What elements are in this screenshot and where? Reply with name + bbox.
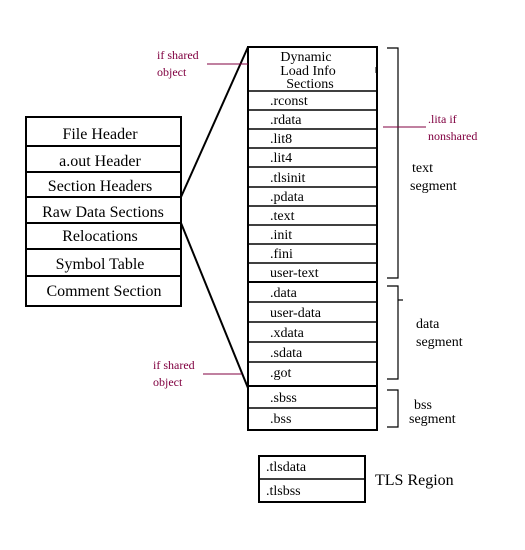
object-row-file-header: File Header <box>62 126 138 143</box>
object-row-raw-data-sections: Raw Data Sections <box>42 204 164 221</box>
annotation-lita-1: .lita if <box>428 112 457 126</box>
bss-segment-bracket <box>387 389 399 428</box>
dynamic-line-3: Sections <box>286 77 333 92</box>
data-segment-label-1: data <box>416 317 440 332</box>
object-row-comment-section: Comment Section <box>46 283 161 300</box>
section-user-text: user-text <box>270 266 319 281</box>
dynamic-line-1: Dynamic <box>280 50 331 65</box>
section-tlsinit: .tlsinit <box>270 171 306 186</box>
expansion-lines <box>180 46 249 389</box>
section-data: .data <box>270 286 298 301</box>
tls-table <box>258 455 366 503</box>
section-got: .got <box>270 366 292 381</box>
section-lit4: .lit4 <box>270 151 292 166</box>
section-sdata: .sdata <box>270 346 303 361</box>
bss-segment-label-1: bss <box>414 398 432 413</box>
bss-segment-label-2: segment <box>409 412 456 427</box>
annotation-shared-top-1: if shared <box>157 48 199 62</box>
tls-row-tlsbss: .tlsbss <box>266 484 301 499</box>
section-xdata: .xdata <box>270 326 305 341</box>
object-row-symbol-table: Symbol Table <box>56 256 145 273</box>
tls-row-tlsdata: .tlsdata <box>266 460 307 475</box>
segment-brackets <box>387 47 403 428</box>
section-table <box>247 46 378 431</box>
data-segment-bracket <box>387 285 399 380</box>
object-row-aout-header: a.out Header <box>59 153 141 170</box>
section-user-data: user-data <box>270 306 322 321</box>
object-row-relocations: Relocations <box>62 228 138 245</box>
text-segment-label-1: text <box>412 161 433 176</box>
data-segment-label-2: segment <box>416 335 463 350</box>
section-text: .text <box>270 209 295 224</box>
section-fini: .fini <box>270 247 293 262</box>
object-file-table <box>25 116 182 307</box>
section-init: .init <box>270 228 292 243</box>
section-sbss: .sbss <box>270 391 297 406</box>
text-segment-bracket <box>387 47 399 279</box>
section-rdata: .rdata <box>270 113 302 128</box>
annotation-lita-2: nonshared <box>428 129 477 143</box>
annotation-shared-top-2: object <box>157 65 187 79</box>
dynamic-line-2: Load Info <box>280 64 336 79</box>
annotation-shared-bottom-2: object <box>153 375 183 389</box>
section-pdata: .pdata <box>270 190 305 205</box>
section-rconst: .rconst <box>270 94 308 109</box>
annotation-leaders <box>203 63 426 375</box>
section-bss: .bss <box>270 412 291 427</box>
annotation-shared-bottom-1: if shared <box>153 358 195 372</box>
text-segment-label-2: segment <box>410 179 457 194</box>
object-row-section-headers: Section Headers <box>48 178 152 195</box>
tls-region-label: TLS Region <box>375 472 454 489</box>
section-lit8: .lit8 <box>270 132 292 147</box>
